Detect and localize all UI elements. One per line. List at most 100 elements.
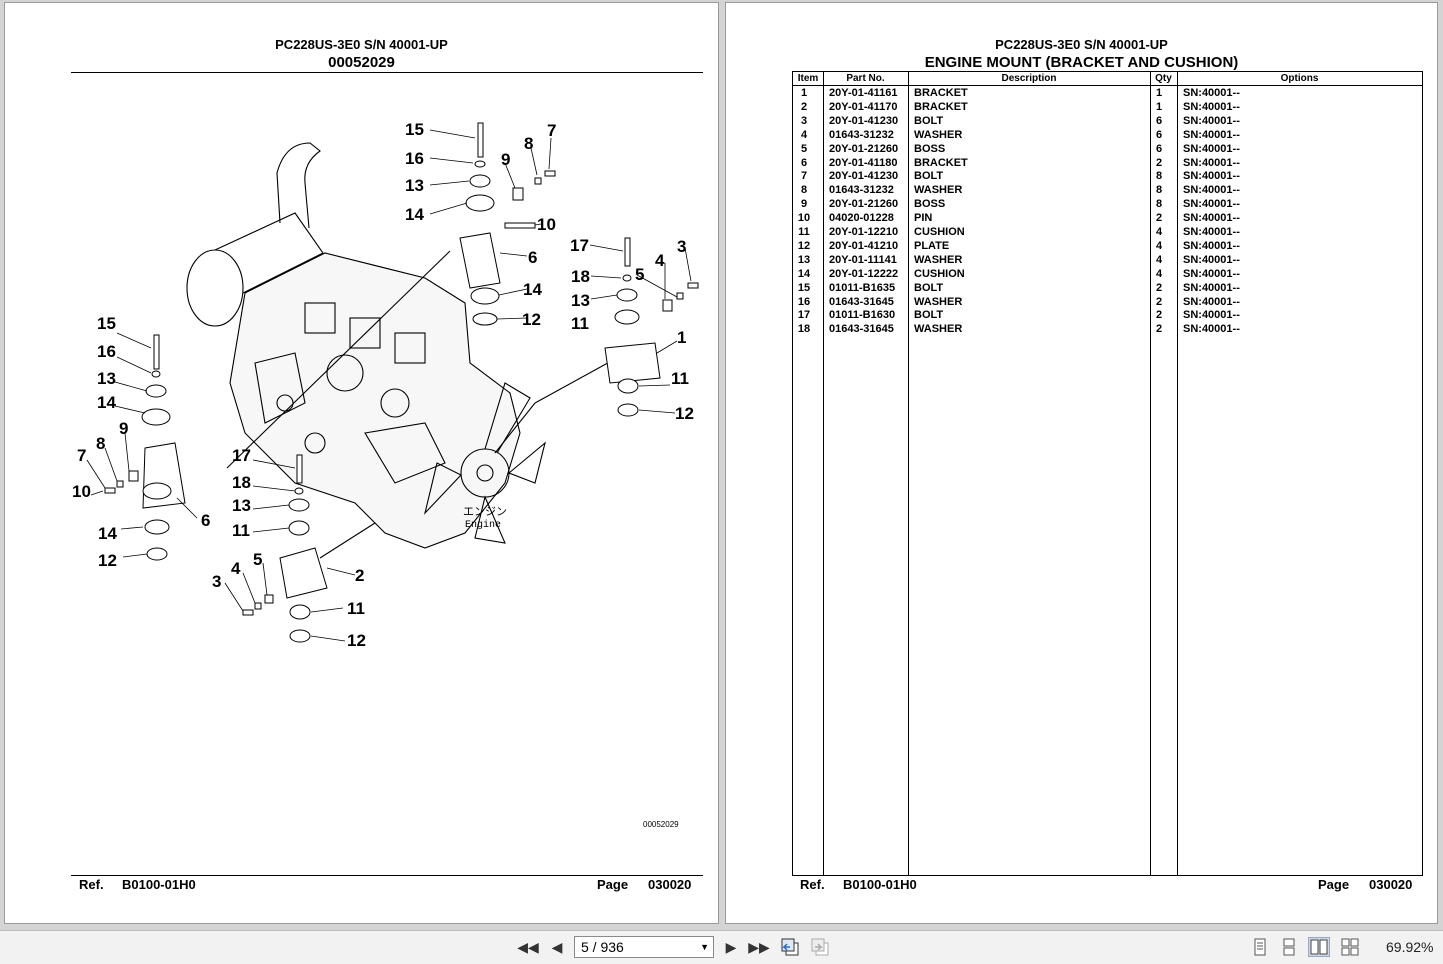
row-qty: 6 — [1156, 142, 1163, 155]
row-qty: 6 — [1156, 114, 1163, 127]
row-options: SN:40001-- — [1183, 142, 1240, 155]
row-qty: 2 — [1156, 323, 1163, 336]
row-description: BOLT — [914, 170, 944, 183]
next-page-icon[interactable]: ▶ — [725, 938, 737, 955]
callout-1: 1 — [677, 328, 686, 347]
parts-list-page: PC228US-3E0 S/N 40001-UP ENGINE MOUNT (B… — [725, 2, 1438, 924]
page-section-title: ENGINE MOUNT (BRACKET AND CUSHION) — [924, 54, 1239, 71]
col-divider — [1150, 72, 1151, 875]
callout-18: 18 — [232, 473, 251, 492]
row-part-no: 01011-B1635 — [829, 281, 896, 294]
page-model-title: PC228US-3E0 S/N 40001-UP — [995, 37, 1168, 52]
row-description: CUSHION — [914, 226, 965, 238]
row-part-no: 01643-31645 — [829, 323, 894, 336]
header-description: Description — [1001, 73, 1057, 84]
row-options: SN:40001-- — [1183, 184, 1240, 197]
row-item: 15 — [797, 281, 811, 294]
col-divider — [823, 72, 824, 875]
row-qty: 2 — [1156, 309, 1163, 322]
facing-pages-icon[interactable] — [1308, 937, 1330, 957]
row-item: 16 — [797, 295, 811, 308]
callout-3: 3 — [212, 572, 221, 591]
header-qty: Qty — [1155, 73, 1172, 84]
callout-14: 14 — [97, 393, 116, 412]
row-item: 8 — [800, 184, 808, 197]
callout-8: 8 — [96, 434, 105, 453]
footer-page-label: Page — [1318, 877, 1350, 892]
row-qty: 4 — [1156, 267, 1163, 280]
callout-11: 11 — [571, 314, 589, 333]
row-part-no: 01643-31645 — [829, 295, 894, 308]
row-description: BOLT — [914, 281, 944, 294]
header-part-no: Part No. — [846, 73, 885, 84]
callout-12: 12 — [675, 404, 694, 423]
continuous-page-icon[interactable] — [1278, 937, 1300, 957]
callout-17: 17 — [570, 236, 589, 255]
first-page-icon[interactable]: ◀◀ — [517, 938, 539, 955]
document-viewport[interactable]: PC228US-3E0 S/N 40001-UP 00052029 — [0, 0, 1443, 930]
go-back-view-icon[interactable] — [779, 937, 801, 957]
row-options: SN:40001-- — [1183, 253, 1240, 266]
row-qty: 4 — [1156, 226, 1163, 238]
zoom-level[interactable]: 69.92% — [1386, 939, 1434, 955]
callout-8: 8 — [524, 134, 533, 153]
footer-page-label: Page — [597, 877, 629, 892]
row-description: BRACKET — [914, 100, 968, 113]
last-page-icon[interactable]: ▶▶ — [748, 938, 770, 955]
callout-4: 4 — [655, 251, 665, 270]
row-item: 13 — [797, 253, 811, 266]
callout-12: 12 — [347, 631, 366, 650]
callout-13: 13 — [571, 291, 590, 310]
row-part-no: 20Y-01-41170 — [829, 100, 898, 113]
continuous-facing-icon[interactable] — [1339, 937, 1361, 957]
callout-13: 13 — [97, 369, 116, 388]
prev-page-icon[interactable]: ◀ — [551, 938, 563, 955]
row-description: PIN — [914, 212, 933, 225]
page-number-value: 5 / 936 — [581, 939, 624, 955]
row-part-no: 20Y-01-41210 — [829, 239, 899, 252]
row-part-no: 20Y-01-41230 — [829, 170, 899, 183]
footer-rule — [71, 875, 703, 876]
row-qty: 8 — [1156, 198, 1163, 211]
go-forward-view-icon[interactable] — [809, 937, 831, 957]
header-rule — [793, 85, 1422, 86]
row-description: WASHER — [914, 295, 963, 308]
callout-16: 16 — [97, 342, 116, 361]
chevron-down-icon: ▼ — [700, 942, 709, 952]
row-item: 17 — [797, 309, 811, 322]
callout-16: 16 — [405, 149, 424, 168]
row-qty: 2 — [1156, 156, 1163, 169]
viewer-toolbar: ◀◀ ◀ 5 / 936 ▼ ▶ ▶▶ 69.92% — [0, 930, 1443, 964]
callout-13: 13 — [232, 496, 251, 515]
callout-18: 18 — [571, 267, 590, 286]
col-divider — [1177, 72, 1178, 875]
callout-6: 6 — [201, 511, 210, 530]
callout-10: 10 — [72, 482, 91, 501]
callout-11: 11 — [232, 521, 250, 540]
row-item: 6 — [800, 156, 808, 169]
footer-ref-label: Ref. — [79, 877, 104, 892]
callout-14: 14 — [98, 524, 117, 543]
footer-ref-value: B0100-01H0 — [122, 877, 196, 892]
row-part-no: 01643-31232 — [829, 184, 894, 197]
page-number-select[interactable]: 5 / 936 ▼ — [574, 936, 714, 958]
single-page-icon[interactable] — [1249, 937, 1271, 957]
row-part-no: 20Y-01-41230 — [829, 114, 899, 127]
callout-11: 11 — [671, 369, 689, 388]
row-qty: 8 — [1156, 184, 1163, 197]
illustration-page: PC228US-3E0 S/N 40001-UP 00052029 — [4, 2, 719, 924]
row-item: 4 — [800, 128, 808, 141]
row-options: SN:40001-- — [1183, 128, 1240, 141]
row-options: SN:40001-- — [1183, 295, 1240, 308]
